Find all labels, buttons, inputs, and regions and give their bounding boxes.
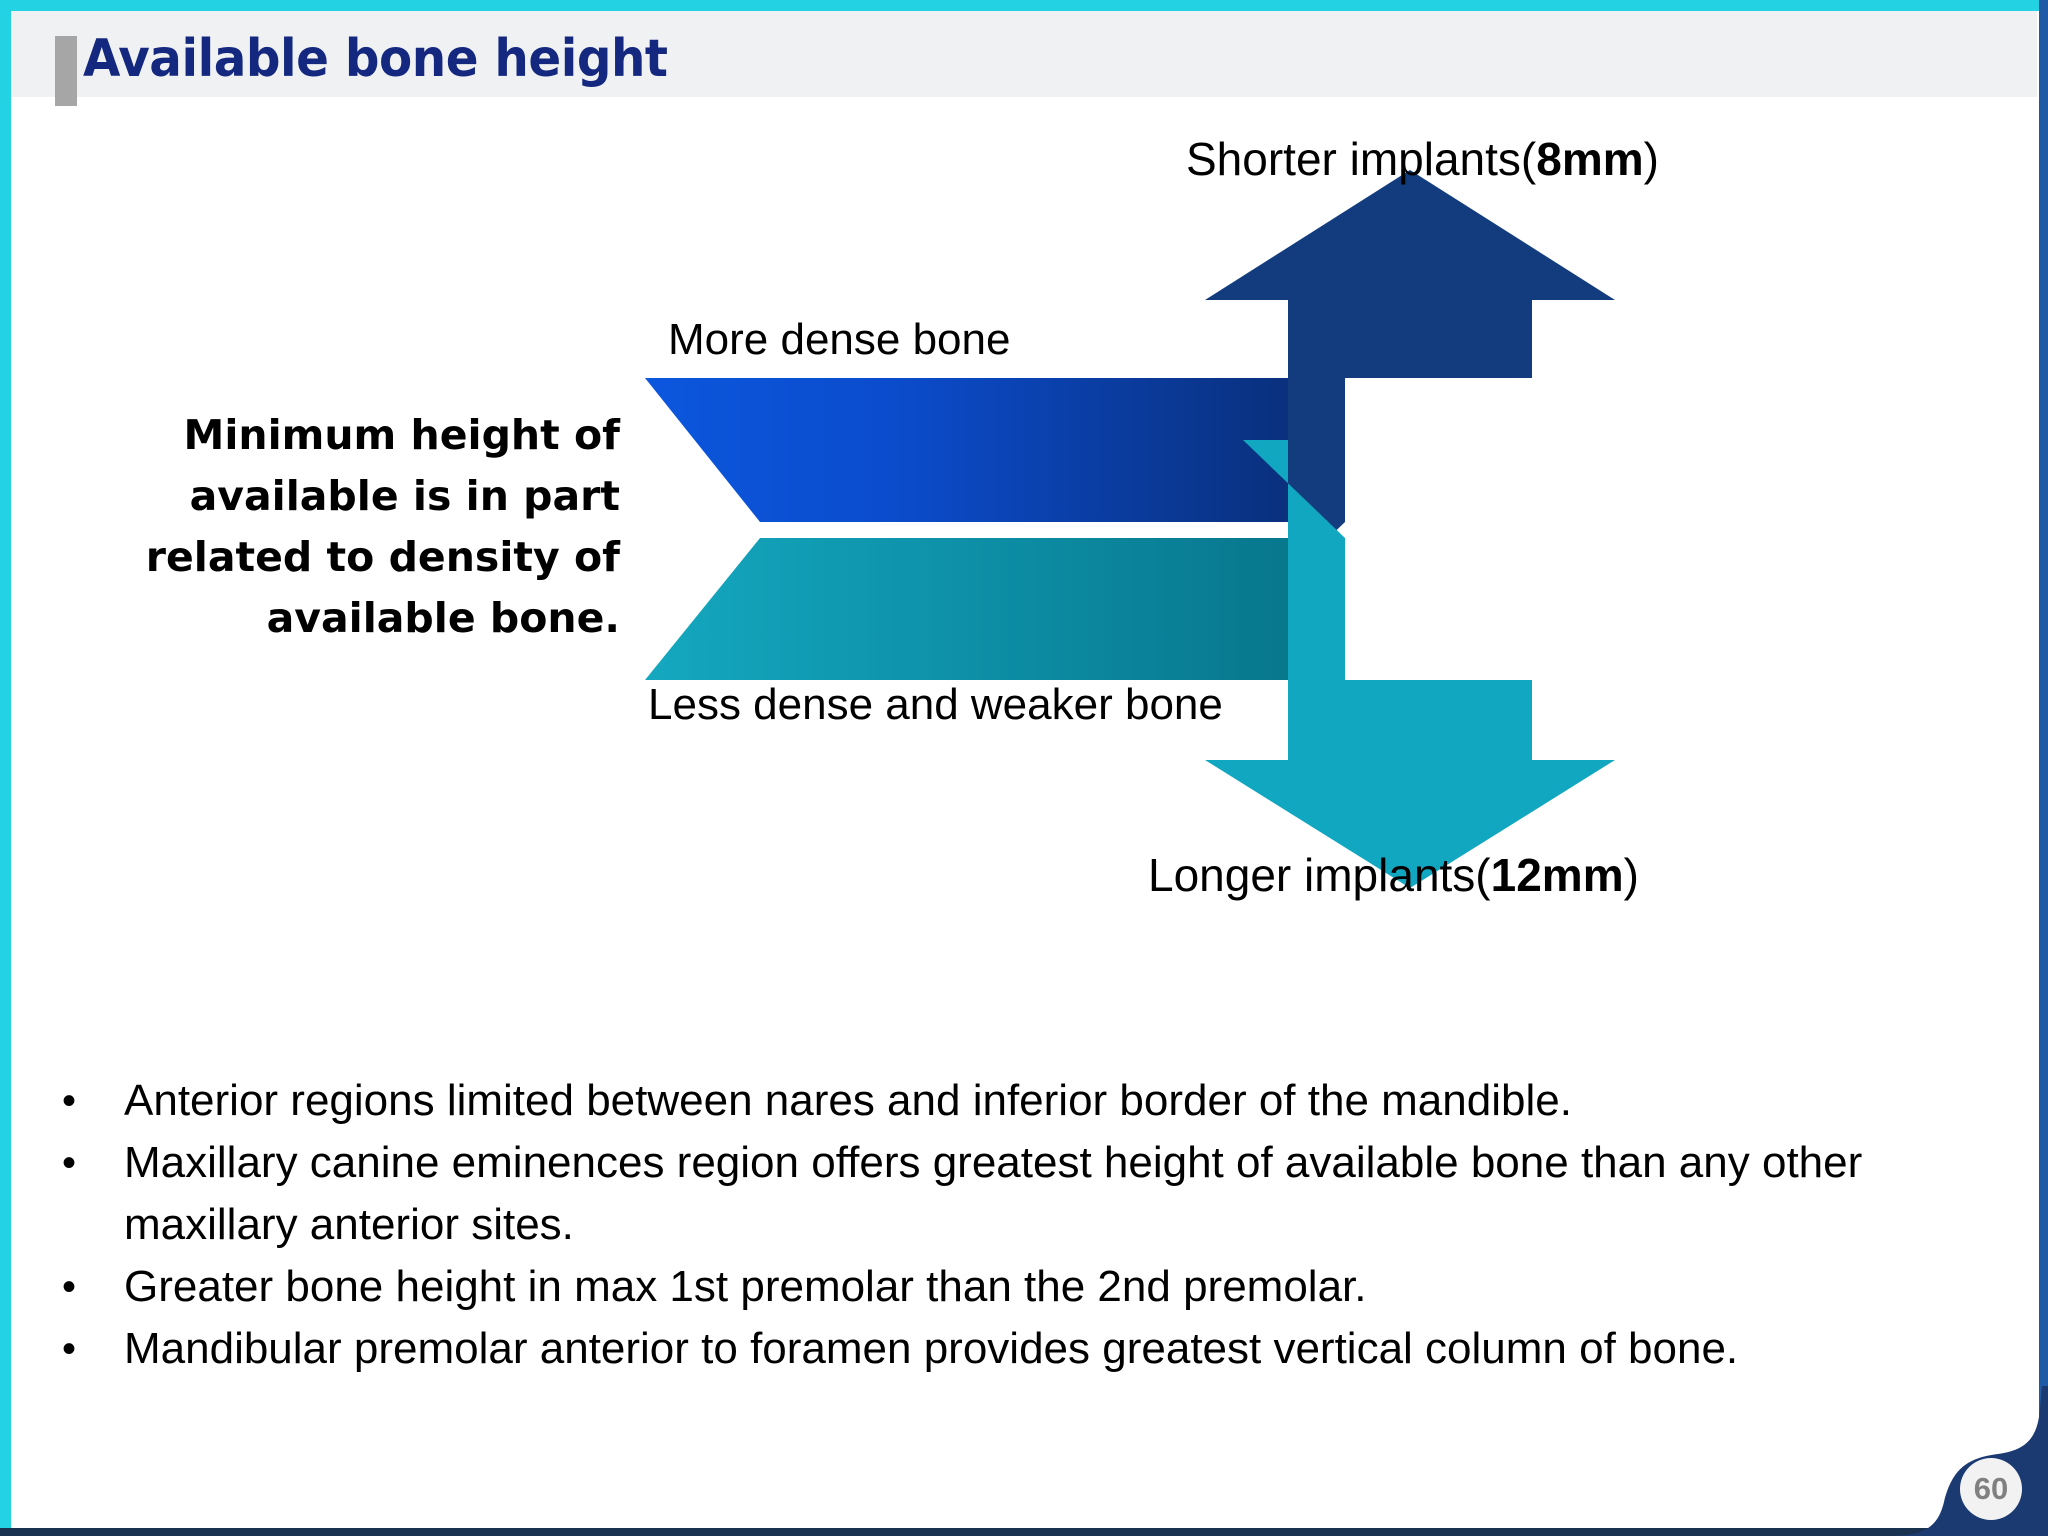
slide-border-top [0, 0, 2048, 11]
list-item: • Mandibular premolar anterior to forame… [48, 1318, 2008, 1380]
less-dense-bone-label: Less dense and weaker bone [648, 680, 1223, 729]
upper-band-shape [645, 378, 1345, 522]
longer-implants-value: 12mm [1490, 849, 1624, 901]
list-item: • Maxillary canine eminences region offe… [48, 1132, 2008, 1256]
bullet-marker: • [62, 1265, 77, 1309]
longer-implants-arrow [1205, 440, 1615, 888]
arrow-graphics [645, 170, 1615, 888]
page-title: Available bone height [83, 29, 668, 89]
page-number-corner: 60 [1848, 1386, 2048, 1536]
longer-implants-suffix: ) [1623, 849, 1639, 901]
bullet-text: Anterior regions limited between nares a… [124, 1076, 1572, 1125]
slide-border-left [0, 0, 11, 1536]
longer-implants-label: Longer implants(12mm) [1148, 848, 1639, 902]
diagram-left-caption: Minimum height of available is in part r… [145, 411, 620, 642]
bullet-text: Greater bone height in max 1st premolar … [124, 1262, 1367, 1311]
page-number: 60 [1960, 1458, 2022, 1520]
bullet-marker: • [62, 1327, 77, 1371]
title-accent-bar [55, 36, 77, 106]
corner-decoration-icon [1888, 1386, 2048, 1536]
bullet-marker: • [62, 1141, 77, 1185]
lower-band-shape [645, 538, 1345, 680]
shorter-implants-prefix: Shorter implants( [1186, 133, 1537, 185]
shorter-implants-label: Shorter implants(8mm) [1186, 132, 1659, 186]
bullet-list: • Anterior regions limited between nares… [48, 1070, 2008, 1380]
bullet-text: Maxillary canine eminences region offers… [124, 1138, 1863, 1249]
longer-implants-prefix: Longer implants( [1148, 849, 1491, 901]
bone-height-diagram: Minimum height of available is in part r… [0, 110, 2048, 930]
shorter-implants-value: 8mm [1536, 133, 1644, 185]
slide-border-bottom [0, 1528, 2048, 1536]
shorter-implants-suffix: ) [1643, 133, 1659, 185]
bullet-marker: • [62, 1079, 77, 1123]
more-dense-bone-label: More dense bone [668, 315, 1011, 364]
list-item: • Anterior regions limited between nares… [48, 1070, 2008, 1132]
slide-border-right [2039, 0, 2048, 1536]
list-item: • Greater bone height in max 1st premola… [48, 1256, 2008, 1318]
title-band: Available bone height [11, 11, 2037, 106]
bullet-text: Mandibular premolar anterior to foramen … [124, 1324, 1739, 1373]
